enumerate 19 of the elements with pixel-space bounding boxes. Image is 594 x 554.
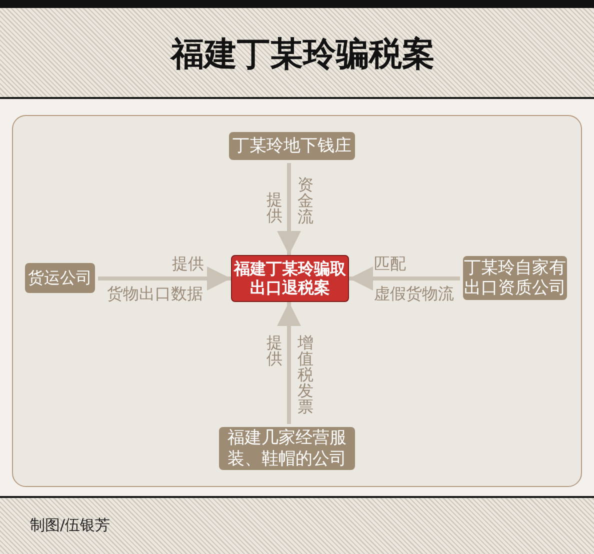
arrow-label: 提供 [266,192,283,224]
arrow-label: 提供 [172,256,204,272]
company-box: 货运公司 [25,263,95,293]
edge-label: 货物出口数据 [107,286,203,302]
arrow [277,163,301,255]
arrow [349,266,460,290]
edge-label: 增值税发票 [297,335,314,415]
company-box: 丁某玲自家有出口资质公司 [463,256,567,300]
title: 福建丁某玲骗税案 [169,34,436,74]
arrow-label: 提供 [266,335,283,367]
edge-label: 虚假货物流 [374,286,454,302]
company-box: 丁某玲地下钱庄 [229,132,355,160]
credit-text: 制图/伍银芳 [30,517,110,534]
arrow-label: 匹配 [374,256,406,272]
edge-label: 资金流 [297,177,314,225]
arrow [277,302,301,424]
company-box: 福建几家经营服装、鞋帽的公司 [219,427,355,470]
case-box: 福建丁某玲骗取出口退税案 [231,255,349,302]
arrow [98,266,231,290]
